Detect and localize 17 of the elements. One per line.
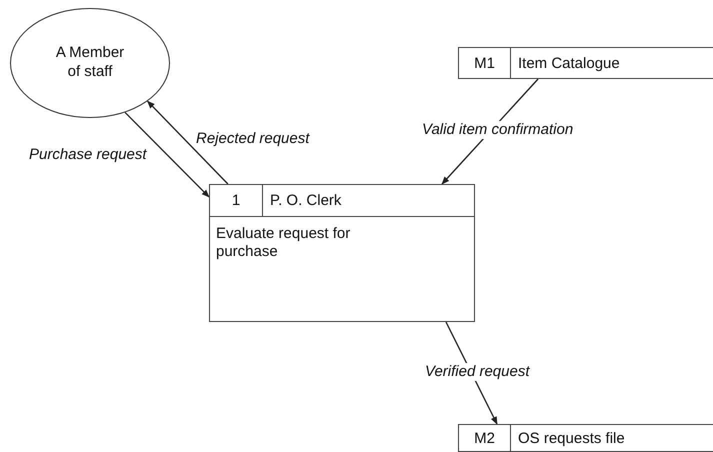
edge-label: Purchase request bbox=[27, 146, 149, 164]
store-id: M2 bbox=[459, 425, 511, 451]
edge-label: Valid item confirmation bbox=[420, 121, 576, 139]
data-store bbox=[458, 47, 713, 79]
store-name: Item Catalogue bbox=[517, 54, 621, 74]
process-actor: P. O. Clerk bbox=[269, 191, 342, 211]
flow-arrow bbox=[124, 112, 210, 198]
entity-label: A Member of staff bbox=[54, 44, 126, 82]
store-id: M1 bbox=[459, 48, 511, 78]
data-store bbox=[458, 424, 713, 452]
process-description: Evaluate request for purchase bbox=[215, 224, 352, 262]
process-box bbox=[209, 184, 475, 322]
edge-label: Rejected request bbox=[194, 130, 312, 148]
edge-label: Verified request bbox=[423, 363, 532, 381]
flow-arrow bbox=[147, 100, 228, 184]
store-name: OS requests file bbox=[517, 428, 626, 448]
process-id: 1 bbox=[210, 185, 263, 216]
